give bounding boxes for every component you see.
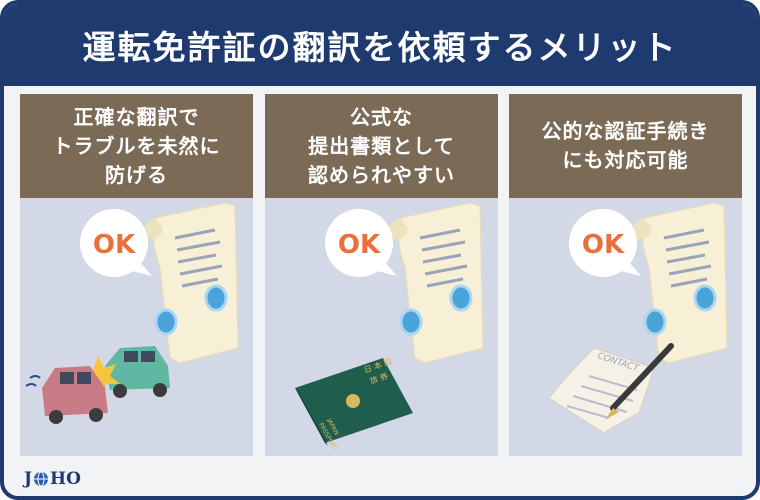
card-heading-line: にも対応可能 bbox=[562, 148, 689, 172]
ok-bubble: OK bbox=[80, 209, 152, 277]
benefit-card-accuracy: 正確な翻訳で トラブルを未然に 防げる OK bbox=[20, 94, 253, 456]
card-heading-line: 認められやすい bbox=[308, 162, 455, 187]
ok-bubble: OK bbox=[325, 209, 397, 277]
ok-label: OK bbox=[582, 230, 625, 260]
card-heading-line: 提出書類として bbox=[308, 133, 455, 158]
ok-label: OK bbox=[338, 230, 381, 260]
translated-document-icon bbox=[143, 202, 239, 364]
logo-text-suffix: HO bbox=[50, 469, 81, 489]
ok-bubble: OK bbox=[569, 209, 641, 277]
card-heading-line: 防げる bbox=[105, 162, 168, 187]
translated-document-icon bbox=[388, 202, 484, 364]
benefit-card-certification: 公的な認証手続き にも対応可能 OK CONTAC bbox=[509, 94, 742, 456]
passport-icon: 日 本 国 旅 券 JAPAN PASSPORT bbox=[295, 356, 413, 452]
benefit-card-official: 公式な 提出書類として 認められやすい OK bbox=[265, 94, 498, 456]
fountain-pen-icon bbox=[605, 343, 674, 420]
card-heading-line: トラブルを未然に bbox=[52, 133, 221, 158]
card-heading: 公式な 提出書類として 認められやすい bbox=[265, 94, 498, 198]
company-logo: J HO bbox=[24, 464, 81, 494]
card-illustration: OK bbox=[25, 202, 239, 424]
card-heading-line: 正確な翻訳で bbox=[73, 104, 200, 129]
header-banner: 運転免許証の翻訳を依頼するメリット bbox=[4, 4, 756, 86]
logo-text-prefix: J bbox=[24, 469, 33, 489]
contract-icon: CONTACT bbox=[548, 347, 655, 434]
card-heading-line: 公式な bbox=[350, 104, 413, 129]
card-heading: 正確な翻訳で トラブルを未然に 防げる bbox=[20, 94, 253, 198]
ok-label: OK bbox=[93, 230, 136, 260]
card-heading-line: 公的な認証手続き bbox=[541, 119, 710, 143]
card-illustration: OK 日 本 国 旅 券 JAPAN PASSPORT bbox=[295, 202, 484, 452]
page-title: 運転免許証の翻訳を依頼するメリット bbox=[82, 28, 678, 67]
globe-icon bbox=[34, 471, 49, 487]
card-heading: 公的な認証手続き にも対応可能 bbox=[509, 94, 742, 198]
card-illustration: OK CONTACT bbox=[548, 202, 728, 434]
translated-document-icon bbox=[632, 202, 728, 364]
car-collision-icon bbox=[25, 346, 170, 424]
